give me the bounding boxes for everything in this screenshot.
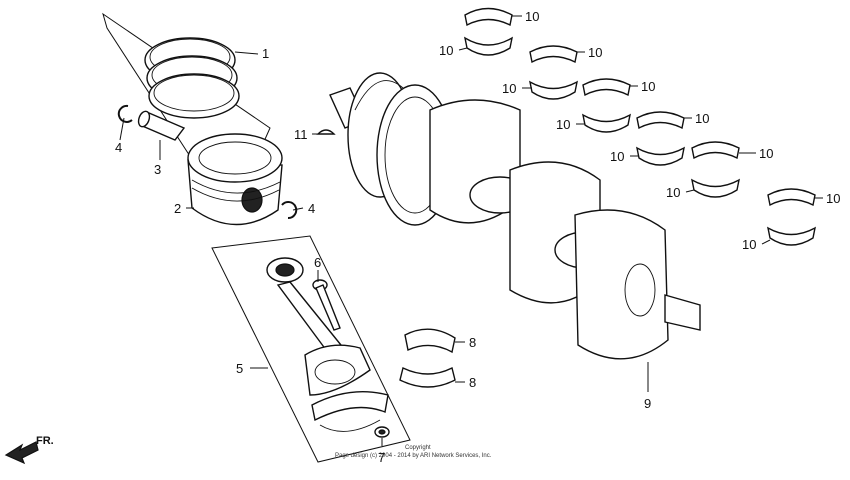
rod-bearing-lower[interactable]	[399, 366, 456, 388]
rod-nut[interactable]	[374, 426, 390, 438]
piston[interactable]	[187, 133, 283, 226]
callout-piston-rings: 1	[262, 46, 269, 61]
arrow-left-icon	[4, 441, 39, 465]
callout-main-bearing: 10	[826, 191, 840, 206]
main-bearing[interactable]	[582, 78, 631, 97]
main-bearing[interactable]	[636, 146, 685, 166]
callout-rod-bearing-lower: 8	[469, 375, 476, 390]
connecting-rod[interactable]	[266, 257, 371, 396]
callout-main-bearing: 10	[666, 185, 680, 200]
callout-main-bearing: 10	[641, 79, 655, 94]
main-bearing[interactable]	[464, 7, 513, 27]
copyright-line1: Copyright	[405, 445, 431, 451]
callout-main-bearing: 10	[759, 146, 773, 161]
main-bearing[interactable]	[767, 226, 816, 246]
callout-main-bearing: 10	[588, 45, 602, 60]
main-bearing[interactable]	[464, 36, 513, 56]
front-direction-marker: FR.	[4, 435, 54, 465]
main-bearing[interactable]	[636, 111, 685, 130]
woodruff-key[interactable]	[316, 129, 336, 135]
callout-main-bearing: 10	[502, 81, 516, 96]
callout-main-bearing: 10	[525, 9, 539, 24]
callout-main-bearing: 10	[556, 117, 570, 132]
main-bearing[interactable]	[691, 178, 740, 198]
main-bearing[interactable]	[529, 80, 578, 100]
rod-cap[interactable]	[311, 390, 389, 432]
front-label: FR.	[36, 435, 54, 447]
callout-connecting-rod: 5	[236, 361, 243, 376]
copyright-line2: Page design (c) 2004 - 2014 by ARI Netwo…	[335, 453, 492, 459]
pin-clip-left[interactable]	[117, 104, 133, 123]
crankshaft[interactable]	[329, 72, 701, 360]
callout-main-bearing: 10	[695, 111, 709, 126]
main-bearing[interactable]	[582, 113, 631, 133]
rod-bolt[interactable]	[312, 279, 341, 331]
callout-rod-bearing-upper: 8	[469, 335, 476, 350]
main-bearing[interactable]	[691, 141, 740, 160]
main-bearings[interactable]	[464, 7, 816, 246]
callout-pin-clip-left: 4	[115, 140, 122, 155]
callout-main-bearing: 10	[439, 43, 453, 58]
leader-lines	[119, 15, 823, 446]
piston-pin[interactable]	[137, 110, 186, 141]
main-bearing[interactable]	[529, 45, 578, 64]
callout-piston-pin: 3	[154, 162, 161, 177]
callout-main-bearing: 10	[610, 149, 624, 164]
callout-woodruff-key: 11	[294, 127, 308, 142]
callout-pin-clip-right: 4	[308, 201, 315, 216]
callout-main-bearing: 10	[742, 237, 756, 252]
main-bearing[interactable]	[767, 188, 816, 207]
pin-clip-right[interactable]	[281, 201, 298, 220]
callout-crankshaft: 9	[644, 396, 651, 411]
callout-rod-bolt: 6	[314, 255, 321, 270]
callout-rod-nut: 7	[378, 450, 385, 465]
callout-piston: 2	[174, 201, 181, 216]
rod-group-outline	[211, 235, 411, 463]
piston-rings[interactable]	[144, 37, 240, 119]
rod-bearing-upper[interactable]	[404, 328, 456, 354]
